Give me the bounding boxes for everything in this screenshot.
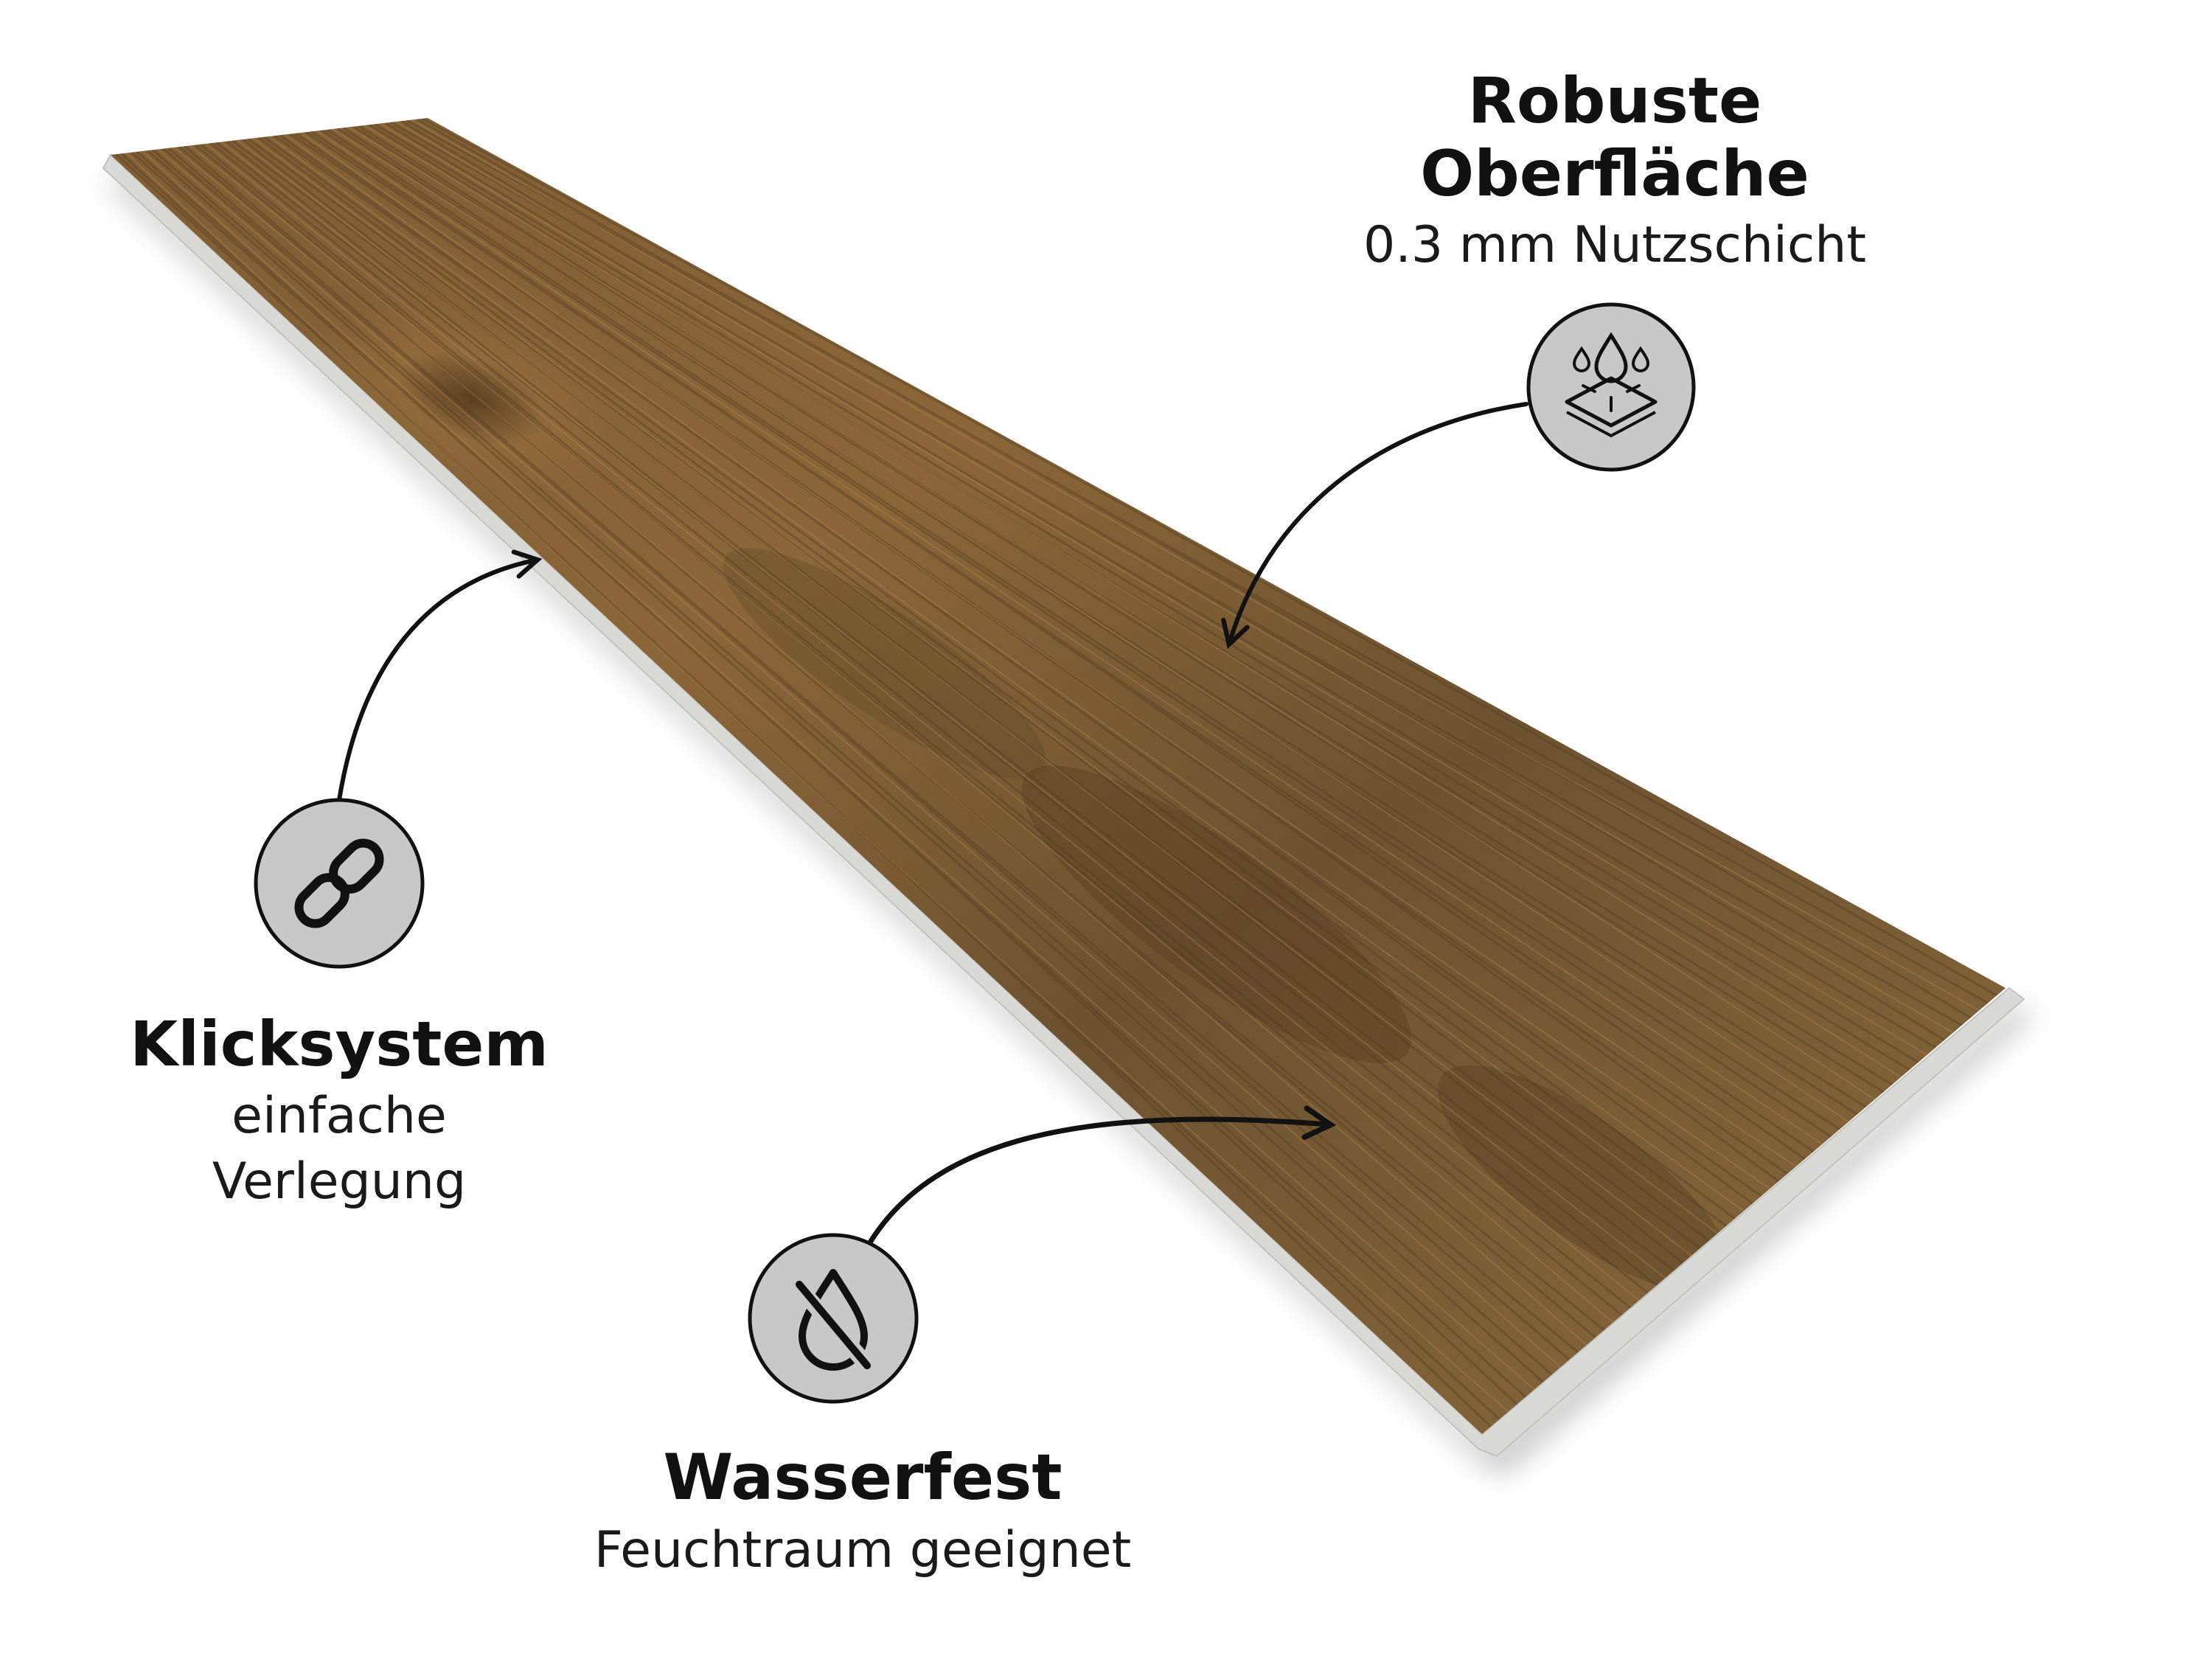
- wood-grain-line: [115, 153, 1492, 1428]
- wood-grain-line: [416, 118, 1989, 1004]
- feature-water: Wasserfest Feuchtraum geeignet: [479, 1441, 1246, 1580]
- wood-grain-line: [337, 127, 1858, 1116]
- feature-surface-title-line2: Oberfläche: [1420, 136, 1809, 211]
- feature-water-subtitle: Feuchtraum geeignet: [594, 1520, 1132, 1579]
- chain-link-icon: [254, 798, 425, 969]
- wood-grain-line: [131, 151, 1518, 1405]
- wood-grain-line: [226, 140, 1675, 1272]
- wood-grain-line: [157, 148, 1562, 1368]
- wood-grain-line: [220, 141, 1666, 1279]
- wood-grain-line: [247, 138, 1710, 1242]
- wood-grain-line: [279, 134, 1762, 1197]
- wood-grain-line: [184, 145, 1605, 1331]
- wood-grain-line: [268, 136, 1745, 1212]
- feature-click-title: Klicksystem: [130, 1008, 549, 1080]
- wood-grain-line: [252, 137, 1719, 1234]
- wood-grain-line: [167, 147, 1579, 1354]
- wood-grain-line: [215, 142, 1658, 1287]
- wood-grain-line: [125, 152, 1509, 1413]
- wood-grain-line: [142, 150, 1535, 1391]
- wood-grain-line: [310, 131, 1815, 1153]
- wood-grain-line: [395, 121, 1954, 1034]
- feature-click-subtitle-line2: Verlegung: [212, 1152, 467, 1211]
- wood-grain-line: [305, 131, 1806, 1161]
- feature-surface: Robuste Oberfläche 0.3 mm Nutzschicht: [1283, 65, 1947, 275]
- wood-grain-line: [262, 136, 1736, 1220]
- wood-grain-line: [358, 125, 1893, 1086]
- wood-grain-line: [210, 142, 1649, 1294]
- feature-click-subtitle-line1: einfache: [232, 1086, 447, 1145]
- wood-grain-line: [422, 118, 1997, 997]
- arrow-surface: [1221, 402, 1528, 650]
- feature-water-title: Wasserfest: [663, 1441, 1062, 1514]
- wood-grain-line: [342, 127, 1867, 1108]
- wood-grain-line: [332, 128, 1849, 1123]
- wood-grain-line: [173, 147, 1587, 1346]
- wood-grain-line: [178, 146, 1596, 1339]
- wood-grain-line: [284, 133, 1771, 1190]
- wood-grain-line: [274, 134, 1753, 1205]
- wood-grain-line: [411, 119, 1980, 1012]
- wood-grain-line: [152, 149, 1553, 1376]
- wood-grain-line: [147, 150, 1544, 1383]
- feature-surface-title-line1: Robuste: [1467, 64, 1762, 138]
- wood-grain-line: [364, 125, 1902, 1078]
- wood-grain-line: [390, 121, 1945, 1041]
- wood-grain-line: [347, 126, 1876, 1101]
- arrow-click: [337, 549, 543, 802]
- wood-grain-line: [120, 153, 1500, 1420]
- wood-grain-line: [406, 119, 1972, 1019]
- wood-grain-line: [369, 123, 1910, 1071]
- wood-grain-line: [199, 143, 1632, 1309]
- wood-grain-line: [242, 138, 1701, 1250]
- wood-grain-line: [316, 130, 1823, 1145]
- wood-grain-line: [321, 129, 1832, 1138]
- wood-grain-line: [352, 125, 1885, 1093]
- wood-grain-line: [400, 119, 1963, 1026]
- wood-grain-line: [289, 133, 1780, 1183]
- wood-grain-line: [231, 139, 1684, 1265]
- wood-grain-line: [300, 132, 1797, 1167]
- no-water-drop-icon: [748, 1233, 919, 1404]
- wood-grain-line: [257, 136, 1728, 1227]
- feature-surface-subtitle: 0.3 mm Nutzschicht: [1363, 215, 1867, 274]
- wood-grain-line: [194, 144, 1623, 1316]
- wood-grain-line: [384, 122, 1937, 1048]
- wood-grain-line: [379, 122, 1928, 1056]
- wood-grain-line: [189, 145, 1614, 1324]
- arrow-water: [867, 1105, 1337, 1245]
- feature-click: Klicksystem einfache Verlegung: [59, 1009, 619, 1212]
- water-drops-on-layer-icon: [1526, 302, 1696, 472]
- wood-grain: [115, 118, 1997, 1428]
- wood-grain-line: [326, 128, 1840, 1130]
